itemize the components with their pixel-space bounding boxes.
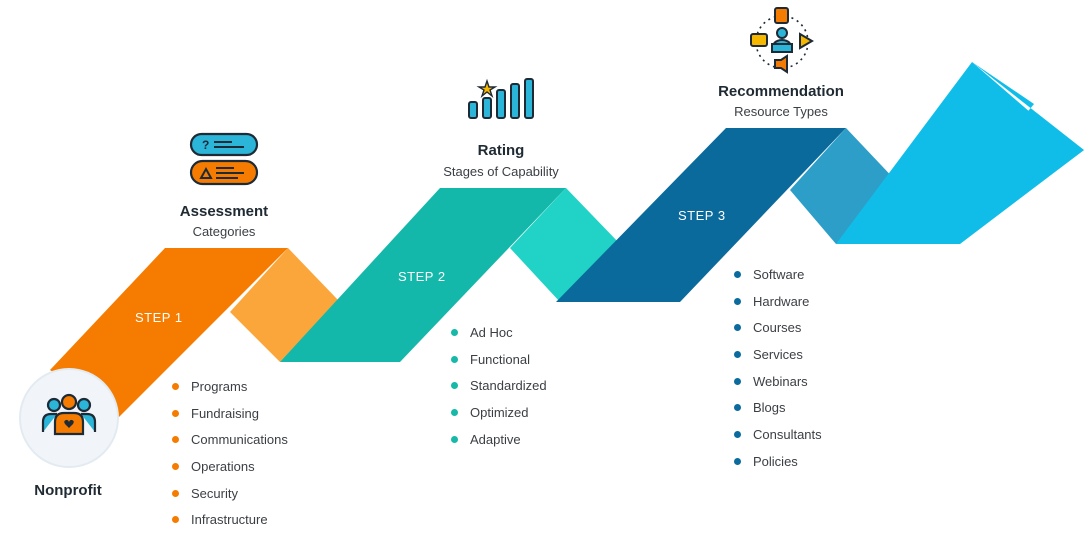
step-1-subtitle: Categories <box>192 224 256 239</box>
bullet-dot <box>734 324 741 332</box>
bullet-dot <box>451 329 458 336</box>
bullet-dot <box>172 516 179 524</box>
list-item-label: Blogs <box>753 400 786 416</box>
bullet-dot <box>734 351 741 359</box>
step-2-ribbon-fold <box>510 188 620 302</box>
step-2-subtitle: Stages of Capability <box>443 164 559 179</box>
step-3-list-item: Policies <box>734 454 822 481</box>
step-3-title: Recommendation <box>718 83 844 100</box>
list-item-label: Software <box>753 267 805 282</box>
step-2-ribbon <box>280 188 566 362</box>
bullet-dot <box>451 435 458 443</box>
step-3-ribbon <box>556 128 846 302</box>
step-diagram: STEP 1 STEP 2 STEP 3 Nonprofit ? Assessm… <box>21 7 1084 527</box>
list-item-label: Optimized <box>470 405 529 421</box>
step-3-list-item: Hardware <box>734 294 822 321</box>
list-item-label: Operations <box>191 459 255 475</box>
list-item-label: Consultants <box>753 427 822 443</box>
bullet-dot <box>734 431 741 439</box>
bullet-dot <box>172 489 179 497</box>
step-1-list-item: Infrastructure <box>172 512 288 539</box>
list-item-label: Programs <box>191 379 248 394</box>
list-item-label: Adaptive <box>470 431 521 447</box>
step-3-list-item: Software <box>734 267 822 294</box>
step-3-subtitle: Resource Types <box>734 104 828 119</box>
step-1-ribbon-fold <box>230 248 338 362</box>
nonprofit-label: Nonprofit <box>34 482 102 499</box>
list-item-label: Security <box>191 485 238 501</box>
bullet-dot <box>734 404 741 412</box>
bar-chart-star-icon <box>468 78 534 119</box>
step-1-list-item: Communications <box>172 432 288 459</box>
bullet-dot <box>734 297 741 305</box>
bullet-dot <box>734 457 741 465</box>
step-3-list-item: Courses <box>734 320 822 347</box>
resource-hub-icon <box>750 7 814 74</box>
list-item-label: Communications <box>191 432 288 448</box>
nonprofit-avatar <box>21 370 117 466</box>
step-2-list-item: Standardized <box>451 378 547 405</box>
bullet-dot <box>451 409 458 417</box>
step-3-list-item: Webinars <box>734 374 822 401</box>
list-item-label: Services <box>753 347 803 363</box>
bullet-dot <box>172 409 179 417</box>
step-2-title: Rating <box>477 142 525 159</box>
bullet-dot <box>172 436 179 444</box>
step-3-ribbon-fold <box>790 128 898 244</box>
bullet-dot <box>734 271 741 278</box>
list-item-label: Ad Hoc <box>470 325 513 340</box>
people-group-icon <box>41 393 97 436</box>
step-3-label: STEP 3 <box>678 208 726 223</box>
bullet-dot <box>451 355 458 363</box>
step-1-title: Assessment <box>179 203 269 220</box>
step-3-list-item: Services <box>734 347 822 374</box>
step-1-ribbon <box>50 248 288 418</box>
step-1-list-item: Operations <box>172 459 288 486</box>
svg-text:?: ? <box>202 138 209 152</box>
list-item-label: Policies <box>753 453 798 469</box>
question-list-icon: ? <box>189 132 259 186</box>
list-item-label: Functional <box>470 351 530 367</box>
step-2-list-item: Adaptive <box>451 432 547 459</box>
bullet-dot <box>172 383 179 390</box>
list-item-label: Standardized <box>470 378 547 394</box>
list-item-label: Fundraising <box>191 405 259 421</box>
step-3-list-item: Blogs <box>734 400 822 427</box>
list-item-label: Webinars <box>753 373 808 389</box>
step-2-list-item: Optimized <box>451 405 547 432</box>
step-1-list-item: Programs <box>172 379 288 406</box>
step-1-list-item: Security <box>172 486 288 513</box>
step-2-list-item: Functional <box>451 352 547 379</box>
step-1-label: STEP 1 <box>135 310 183 325</box>
bullet-dot <box>451 382 458 390</box>
bullet-dot <box>734 377 741 385</box>
list-item-label: Hardware <box>753 293 810 309</box>
list-item-label: Courses <box>753 320 802 336</box>
bullet-dot <box>172 463 179 471</box>
zigzag-arrow-ribbon <box>50 62 1084 418</box>
arrow-head <box>836 62 1084 244</box>
step-2-list-item: Ad Hoc <box>451 325 547 352</box>
step-1-list-item: Fundraising <box>172 406 288 433</box>
step-3-list-item: Consultants <box>734 427 822 454</box>
list-item-label: Infrastructure <box>191 512 268 528</box>
step-2-label: STEP 2 <box>398 269 446 284</box>
